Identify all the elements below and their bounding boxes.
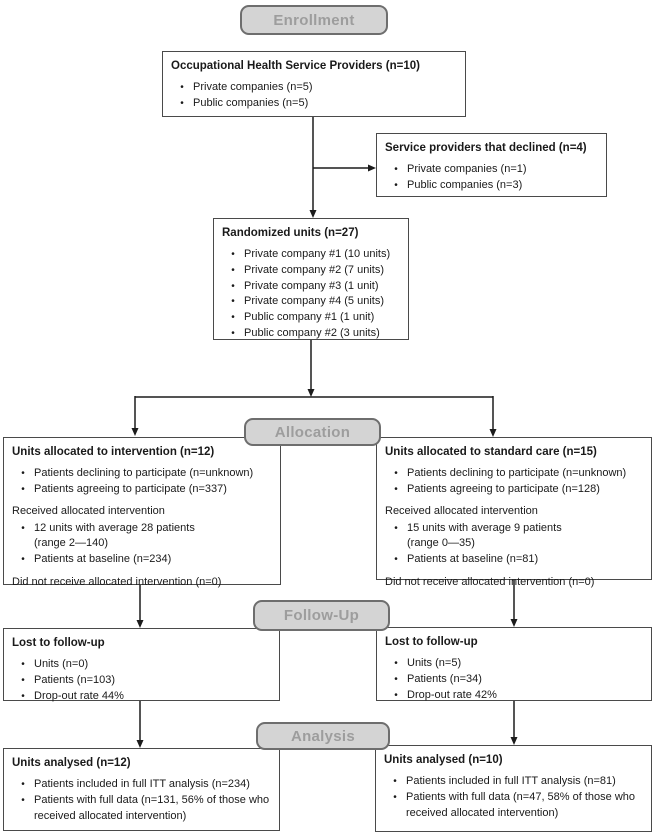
bullet-item: Patients at baseline (n=234) [12, 552, 274, 568]
bullet-item: Private companies (n=1) [385, 162, 600, 178]
box-analysed-standard: Units analysed (n=10) Patients included … [375, 745, 652, 832]
box-allocated-standard-care: Units allocated to standard care (n=15) … [376, 437, 652, 588]
received-intervention-heading: Received allocated intervention [12, 504, 165, 517]
enrollment-stage-label-text: Enrollment [273, 11, 355, 29]
followup-stage-label-text: Follow-Up [283, 607, 360, 624]
bullet-item: Drop-out rate 44% [12, 689, 273, 705]
bullet-item: Private company #3 (1 unit) [222, 279, 402, 295]
bullet-item: Drop-out rate 42% [385, 688, 645, 704]
bullet-item: Units (n=5) [385, 656, 645, 672]
enrollment-stage-label: Enrollment [240, 5, 388, 35]
box-lost-followup-intervention-title: Lost to follow-up [12, 637, 105, 649]
bullet-item: Patients agreeing to participate (n=128) [385, 482, 645, 498]
bullet-item: Patients (n=103) [12, 673, 273, 689]
analysis-stage-label: Analysis [256, 722, 390, 750]
box-declined: Service providers that declined (n=4) Pr… [376, 133, 607, 197]
box-analysed-intervention: Units analysed (n=12) Patients included … [3, 748, 280, 831]
box-lost-followup-intervention: Lost to follow-up Units (n=0) Patients (… [3, 628, 280, 702]
not-received-intervention-text: Did not receive allocated intervention (… [12, 575, 222, 588]
bullet-item: Public companies (n=3) [385, 178, 600, 194]
box-allocated-intervention: Units allocated to intervention (n=12) P… [3, 437, 281, 588]
box-allocated-standard-care-title: Units allocated to standard care (n=15) [385, 446, 597, 458]
bullet-item: Private company #4 (5 units) [222, 294, 402, 310]
bullet-line: (range 0—35) [407, 537, 475, 550]
box-allocated-intervention-title: Units allocated to intervention (n=12) [12, 446, 215, 458]
bullet-line: (range 2—140) [34, 537, 108, 550]
followup-stage-label: Follow-Up [253, 600, 390, 631]
not-received-standard-text: Did not receive allocated intervention (… [385, 575, 595, 588]
box-providers-title: Occupational Health Service Providers (n… [171, 60, 420, 72]
bullet-line: 12 units with average 28 patients [34, 521, 195, 534]
allocation-stage-label: Allocation [244, 418, 381, 446]
box-declined-title: Service providers that declined (n=4) [385, 142, 587, 154]
bullet-item: Units (n=0) [12, 657, 273, 673]
bullet-item: Private company #1 (10 units) [222, 247, 402, 263]
box-providers: Occupational Health Service Providers (n… [162, 51, 466, 117]
box-lost-followup-standard: Lost to follow-up Units (n=5) Patients (… [376, 627, 652, 701]
box-analysed-intervention-title: Units analysed (n=12) [12, 757, 131, 769]
analysis-stage-label-text: Analysis [290, 727, 356, 745]
box-randomized: Randomized units (n=27) Private company … [213, 218, 409, 340]
box-randomized-title: Randomized units (n=27) [222, 227, 359, 239]
bullet-item: Private companies (n=5) [171, 80, 459, 96]
received-standard-heading: Received allocated intervention [385, 504, 538, 517]
bullet-item: Public companies (n=5) [171, 96, 459, 112]
bullet-item: Public company #2 (3 units) [222, 326, 402, 342]
bullet-item: Patients agreeing to participate (n=337) [12, 482, 274, 498]
bullet-item: Patients with full data (n=47, 58% of th… [384, 790, 645, 822]
bullet-item: Patients with full data (n=131, 56% of t… [12, 793, 273, 825]
bullet-item: Patients declining to participate (n=unk… [12, 466, 274, 482]
bullet-line: 15 units with average 9 patients [407, 521, 562, 534]
bullet-item: Patients (n=34) [385, 672, 645, 688]
box-analysed-standard-title: Units analysed (n=10) [384, 754, 503, 766]
box-lost-followup-standard-title: Lost to follow-up [385, 636, 478, 648]
bullet-item: 12 units with average 28 patients (range… [12, 521, 274, 553]
bullet-item: 15 units with average 9 patients (range … [385, 521, 645, 553]
bullet-item: Patients included in full ITT analysis (… [384, 774, 645, 790]
bullet-item: Patients included in full ITT analysis (… [12, 777, 273, 793]
bullet-item: Patients declining to participate (n=unk… [385, 466, 645, 482]
bullet-item: Private company #2 (7 units) [222, 263, 402, 279]
bullet-item: Public company #1 (1 unit) [222, 310, 402, 326]
bullet-item: Patients at baseline (n=81) [385, 552, 645, 568]
allocation-stage-label-text: Allocation [274, 423, 351, 441]
